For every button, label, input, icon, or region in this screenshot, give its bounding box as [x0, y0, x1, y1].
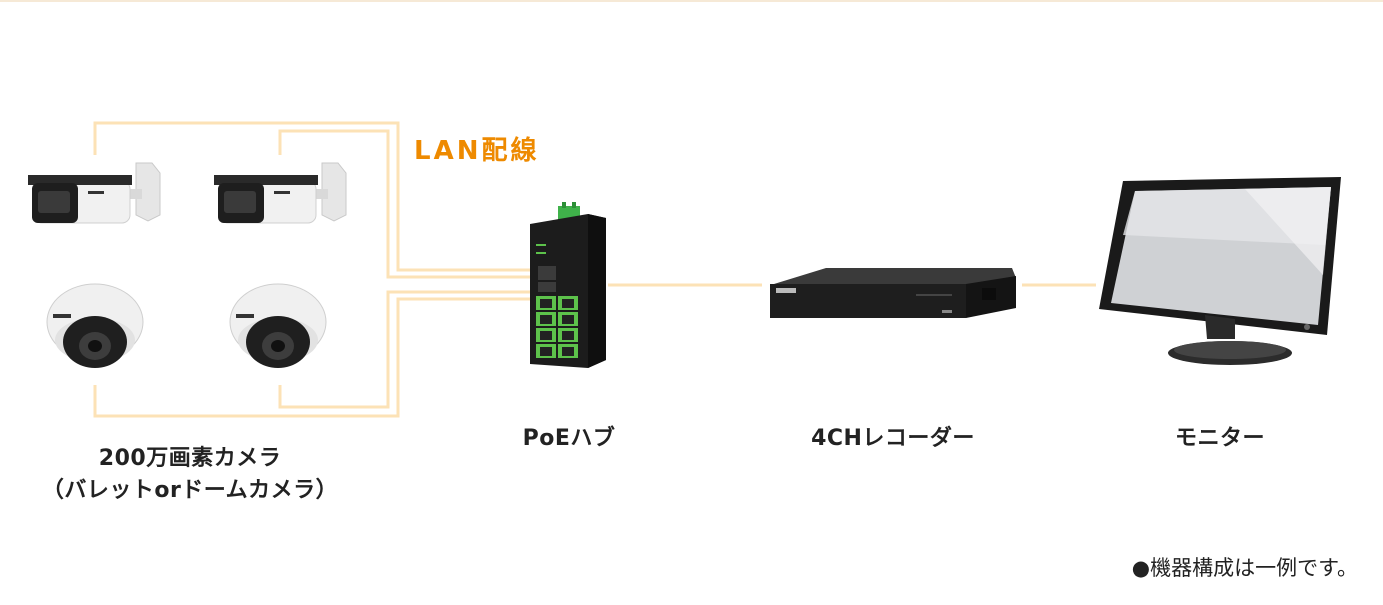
cable-camera-4: [278, 290, 530, 409]
top-divider: [0, 0, 1383, 2]
monitor-icon: [1099, 177, 1341, 365]
cable-camera-1: [93, 121, 530, 272]
configuration-note: ●機器構成は一例です。: [1131, 556, 1358, 580]
dome-camera-icon: [229, 283, 327, 368]
cable-camera-2: [278, 129, 530, 279]
poe-hub-icon: [530, 202, 606, 368]
lan-wiring-label: LAN配線: [414, 136, 540, 166]
bullet-camera-icon: [28, 162, 161, 224]
hub-label: PoEハブ: [522, 426, 616, 451]
cable-camera-3: [93, 297, 530, 418]
recorder-label: 4CHレコーダー: [811, 426, 975, 451]
bullet-camera-icon: [214, 162, 347, 224]
camera-label-line1: 200万画素カメラ: [98, 446, 282, 471]
camera-label-line2: （バレットorドームカメラ）: [41, 478, 339, 503]
dome-camera-icon: [46, 283, 144, 368]
monitor-label: モニター: [1174, 426, 1265, 451]
recorder-icon: [770, 268, 1016, 318]
